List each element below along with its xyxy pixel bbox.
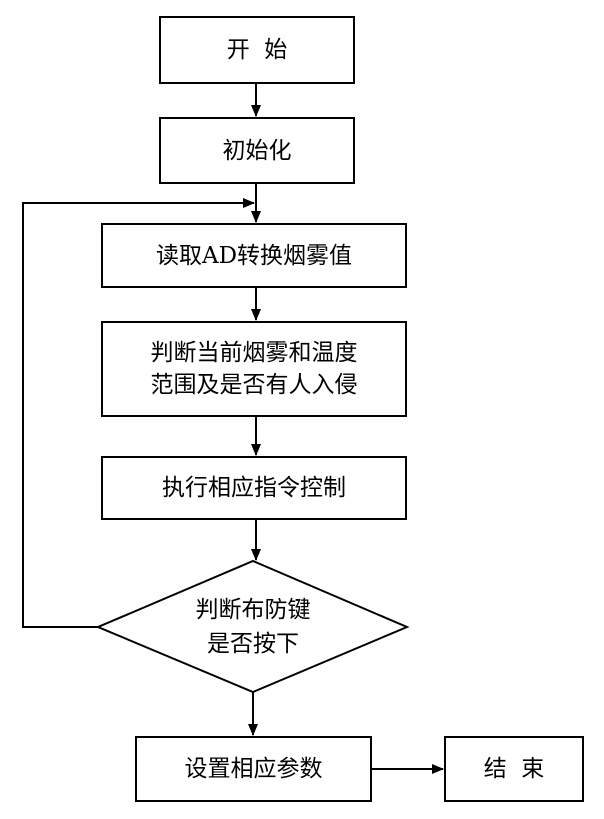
decision-label-line1: 判断布防键 bbox=[195, 597, 311, 623]
start-box: 开 始 bbox=[159, 16, 355, 84]
read-ad-label: 读取AD转换烟雾值 bbox=[155, 242, 353, 269]
init-box: 初始化 bbox=[159, 117, 355, 184]
execute-label: 执行相应指令控制 bbox=[162, 475, 346, 501]
set-params-label: 设置相应参数 bbox=[184, 756, 323, 782]
judge-label-line1: 判断当前烟雾和温度 bbox=[150, 340, 358, 366]
set-params-box: 设置相应参数 bbox=[135, 736, 372, 802]
end-box: 结 束 bbox=[444, 736, 584, 802]
judge-box: 判断当前烟雾和温度 范围及是否有人入侵 bbox=[101, 321, 407, 417]
judge-label-line2: 范围及是否有人入侵 bbox=[150, 372, 358, 398]
loop-back-line bbox=[22, 198, 255, 628]
decision-label: 判断布防键 是否按下 bbox=[153, 593, 353, 661]
init-label: 初始化 bbox=[222, 137, 292, 164]
start-label: 开 始 bbox=[226, 37, 288, 63]
read-ad-box: 读取AD转换烟雾值 bbox=[101, 223, 407, 288]
decision-label-line2: 是否按下 bbox=[207, 631, 299, 657]
execute-box: 执行相应指令控制 bbox=[101, 456, 407, 520]
end-label: 结 束 bbox=[483, 756, 545, 782]
